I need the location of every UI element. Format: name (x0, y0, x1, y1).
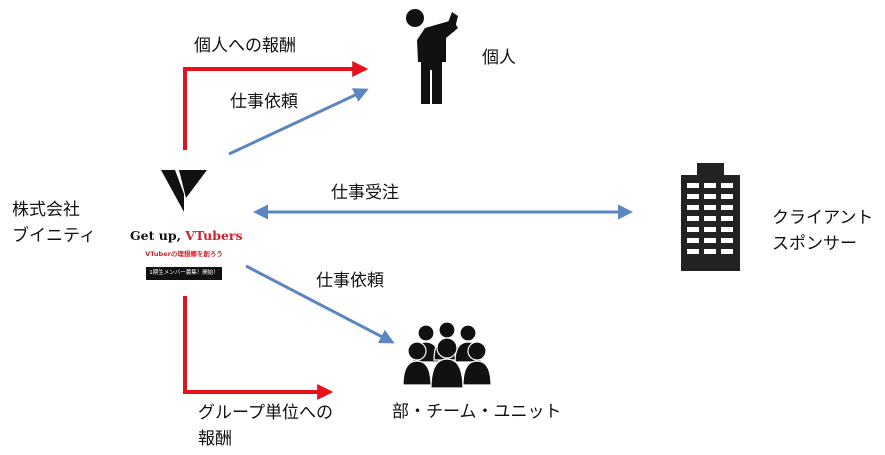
client-label: クライアント スポンサー (772, 205, 873, 258)
logo-recruit-banner: 1期生メンバー募集！開始！ (146, 267, 222, 280)
team-label: 部・チーム・ユニット (392, 402, 562, 422)
work-request-individual-arrow (228, 88, 369, 156)
client-label-line1: クライアント (772, 208, 874, 228)
office-building-icon (681, 163, 740, 271)
order-received-label: 仕事受注 (331, 183, 399, 203)
group-of-people-icon (402, 321, 492, 389)
individual-label: 個人 (482, 48, 516, 68)
company-label: 株式会社 ブイニティ (12, 197, 96, 250)
reward-group-arrow (183, 296, 334, 400)
logo-headline-accent: VTubers (185, 228, 243, 243)
person-raising-hand-icon (406, 9, 458, 104)
reward-individual-arrow (183, 61, 369, 150)
work-request-team-label: 仕事依頼 (316, 271, 384, 291)
logo-headline: Get up, VTubers (130, 228, 243, 243)
vinity-v-logo-icon (161, 170, 207, 212)
work-request-individual-label: 仕事依頼 (230, 92, 298, 112)
reward-group-label-line1: グループ単位への (198, 403, 333, 423)
work-request-team-arrow (245, 264, 395, 344)
logo-headline-main: Get up, (130, 228, 186, 243)
client-label-line2: スポンサー (772, 234, 857, 255)
logo-subline: VTuberの理想郷を創ろう (145, 250, 223, 258)
company-label-line1: 株式会社 (12, 200, 80, 220)
reward-group-label: グループ単位への 報酬 (198, 400, 333, 453)
reward-group-label-line2: 報酬 (198, 429, 232, 450)
company-label-line2: ブイニティ (12, 226, 96, 247)
reward-individual-label: 個人への報酬 (194, 36, 296, 56)
company-logo: Get up, VTubers VTuberの理想郷を創ろう 1期生メンバー募集… (130, 170, 243, 282)
